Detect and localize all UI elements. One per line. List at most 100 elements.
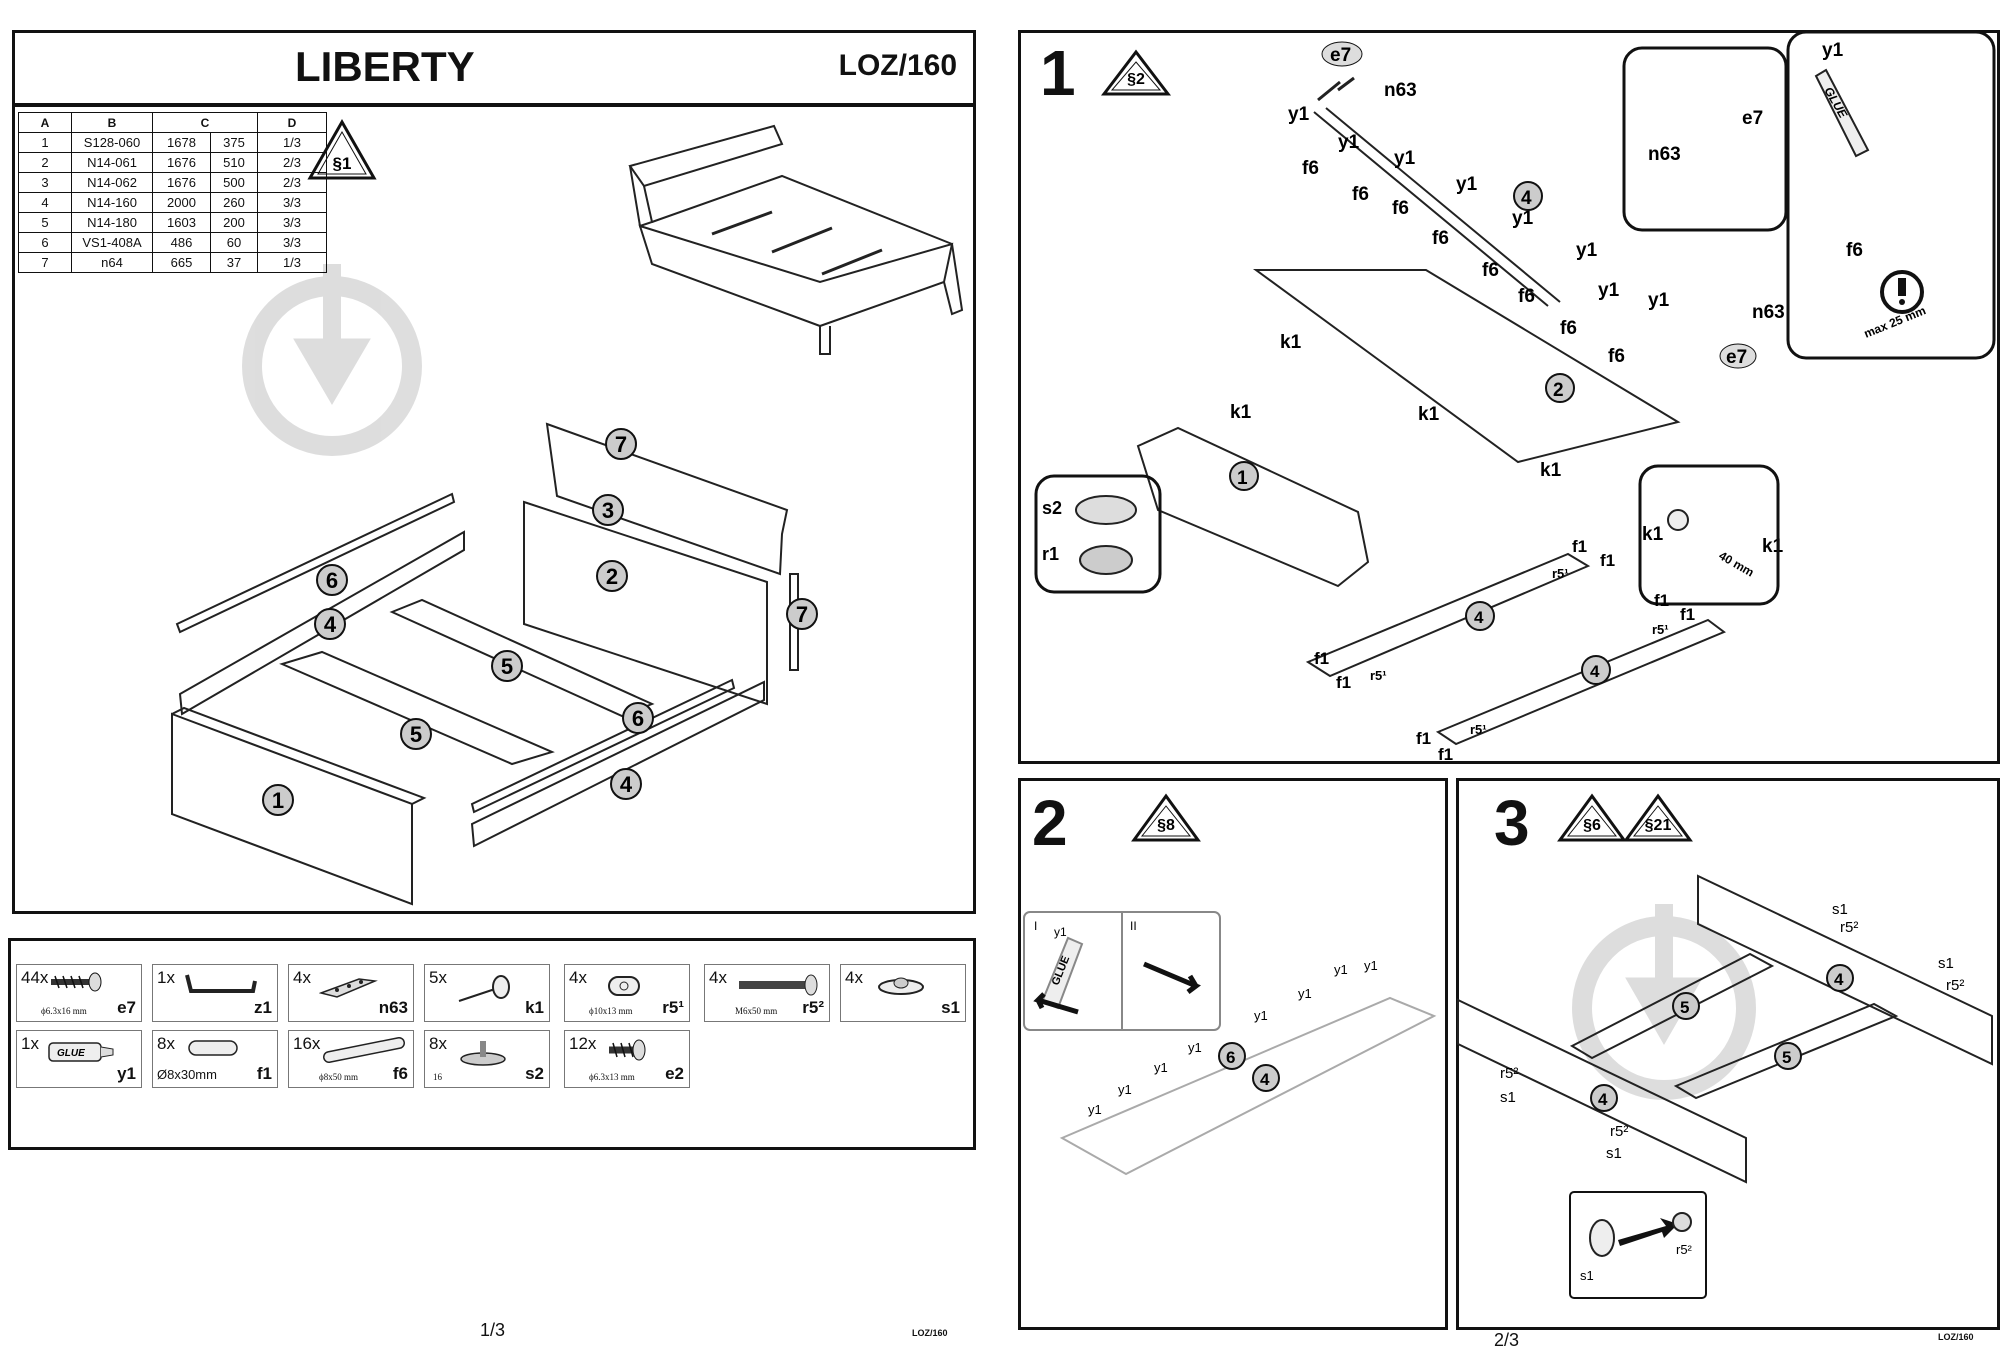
warning-triangle-icon: §2 bbox=[1100, 49, 1172, 96]
hardware-code: r5¹ bbox=[662, 998, 684, 1017]
label-f6: f6 bbox=[1608, 346, 1625, 367]
cell: 3/3 bbox=[257, 212, 327, 233]
label-k1: k1 bbox=[1230, 402, 1252, 423]
warning-triangle-icon: §21 bbox=[1623, 793, 1693, 842]
k1-labels: k1 k1 k1 k1 k1 k1 2 1 bbox=[1229, 332, 1784, 557]
rail-with-dowels bbox=[1059, 996, 1437, 1176]
panel-1 bbox=[1136, 426, 1370, 588]
hardware-dim: ϕ8x50 mm bbox=[319, 1072, 358, 1082]
page-number: 2/3 bbox=[1494, 1330, 1520, 1350]
label-part-6: 6 bbox=[1226, 1048, 1235, 1067]
label-k1: k1 bbox=[1642, 524, 1664, 545]
cell: 2/3 bbox=[257, 152, 327, 173]
hardware-dim: 16 bbox=[433, 1072, 442, 1082]
hardware-item-r5-2: 4x M6x50 mm r5² bbox=[704, 964, 830, 1022]
label-y1: y1 bbox=[1822, 40, 1844, 61]
callout-label: 5 bbox=[501, 654, 513, 679]
label-part-4: 4 bbox=[1260, 1070, 1270, 1089]
warning-label: §6 bbox=[1583, 817, 1601, 834]
step-2-drawing: §8 I II y1 GLUE y1 y1 y1 y1 y1 y1 y1 y1 … bbox=[1023, 793, 1437, 1176]
hardware-code: y1 bbox=[117, 1064, 136, 1083]
cell: N14-061 bbox=[71, 152, 153, 173]
warning-label: §1 bbox=[333, 154, 352, 173]
label-y1: y1 bbox=[1338, 132, 1360, 153]
label-y1: y1 bbox=[1598, 280, 1620, 301]
label-r5-1: r5¹ bbox=[1470, 722, 1487, 737]
title-header: LIBERTY LOZ/160 bbox=[12, 30, 976, 106]
hardware-code: r5² bbox=[802, 998, 824, 1017]
cap-icon bbox=[878, 977, 924, 995]
label-f6: f6 bbox=[1392, 198, 1409, 219]
cell: 37 bbox=[210, 252, 258, 273]
footer-code: LOZ/160 bbox=[912, 1328, 948, 1338]
detail-inset-nail bbox=[1638, 464, 1780, 606]
label-s1: s1 bbox=[1580, 1268, 1594, 1283]
label-f6: f6 bbox=[1352, 184, 1369, 205]
hardware-item-f1: 8x Ø8x30mm f1 bbox=[152, 1030, 278, 1088]
glue-icon: GLUE bbox=[48, 1042, 114, 1062]
warning-exclamation-icon bbox=[1880, 270, 1924, 314]
glue-text: GLUE bbox=[57, 1048, 85, 1059]
label-y1: y1 bbox=[1188, 1040, 1202, 1055]
arrow-icon bbox=[1143, 961, 1201, 994]
label-s1: s1 bbox=[1832, 901, 1848, 918]
label-y1: y1 bbox=[1512, 208, 1534, 229]
rail-4-front bbox=[1457, 998, 1747, 1184]
warning-label: §8 bbox=[1157, 817, 1175, 834]
step-1-panel bbox=[1018, 30, 2000, 764]
callout-label: 6 bbox=[326, 568, 338, 593]
step-2-labels: y1 y1 y1 y1 y1 y1 y1 y1 6 4 bbox=[1088, 958, 1378, 1117]
page-number: 1/3 bbox=[480, 1320, 506, 1340]
hardware-code: k1 bbox=[525, 998, 544, 1017]
nail-depth-text: 40 mm bbox=[1717, 548, 1757, 579]
label-y1: y1 bbox=[1334, 962, 1348, 977]
glide-icon bbox=[1075, 495, 1137, 525]
label-s1: s1 bbox=[1606, 1145, 1622, 1162]
label-y1: y1 bbox=[1456, 174, 1478, 195]
overview-drawing: §1 7 3 2 bbox=[171, 118, 964, 906]
label-r5-1: r5¹ bbox=[1552, 566, 1569, 581]
callout-label: 5 bbox=[410, 722, 422, 747]
label-e7: e7 bbox=[1742, 108, 1763, 129]
callout-circle bbox=[262, 784, 294, 816]
hardware-code: e2 bbox=[665, 1064, 684, 1083]
hardware-item-e2: 12x ϕ6.3x13 mm e2 bbox=[564, 1030, 690, 1088]
slat-5-left bbox=[1569, 952, 1775, 1060]
label-y1: y1 bbox=[1288, 104, 1310, 125]
cell: 1/3 bbox=[257, 132, 327, 153]
bolt-head-icon bbox=[1672, 1212, 1692, 1232]
label-part-5: 5 bbox=[1782, 1048, 1791, 1067]
cell: 7 bbox=[18, 252, 72, 273]
hardware-item-f6: 16x ϕ8x50 mm f6 bbox=[288, 1030, 414, 1088]
callout-label: 6 bbox=[632, 706, 644, 731]
step-number: 3 bbox=[1494, 787, 1530, 859]
callout-label: 2 bbox=[606, 564, 618, 589]
label-part-4: 4 bbox=[1590, 662, 1600, 681]
label-part-4: 4 bbox=[1474, 608, 1484, 627]
label-f6: f6 bbox=[1846, 240, 1863, 261]
label-n63: n63 bbox=[1384, 80, 1417, 101]
bracket-icon bbox=[319, 978, 378, 998]
cell: 665 bbox=[151, 252, 212, 273]
label-k1: k1 bbox=[1762, 536, 1784, 557]
label-f1: f1 bbox=[1314, 649, 1329, 668]
screw-short-icon bbox=[609, 1039, 646, 1061]
label-r5-2: r5² bbox=[1610, 1123, 1628, 1140]
hardware-qty: 5x bbox=[429, 968, 447, 987]
bolt-icon bbox=[739, 974, 818, 996]
dowel-icon bbox=[188, 1040, 238, 1056]
label-part-5: 5 bbox=[1680, 998, 1689, 1017]
callout-circle bbox=[605, 428, 637, 460]
label-r5-1: r5¹ bbox=[1652, 622, 1669, 637]
hardware-dim: ϕ10x13 mm bbox=[589, 1006, 633, 1016]
arrow-icon bbox=[1618, 1218, 1678, 1246]
label-f1: f1 bbox=[1336, 673, 1351, 692]
step-3-labels: s1 r5² s1 r5² 4 5 5 4 r5² s1 r5² s1 bbox=[1500, 901, 1964, 1162]
screw-icon bbox=[51, 972, 102, 992]
hardware-qty: 4x bbox=[709, 968, 727, 987]
label-f6: f6 bbox=[1518, 286, 1535, 307]
rail-labels: 4 4 f1 f1 f1 f1 f1 f1 f1 f1 r5¹ r5¹ r5¹ … bbox=[1314, 537, 1695, 764]
hardware-qty: 1x bbox=[157, 968, 175, 987]
